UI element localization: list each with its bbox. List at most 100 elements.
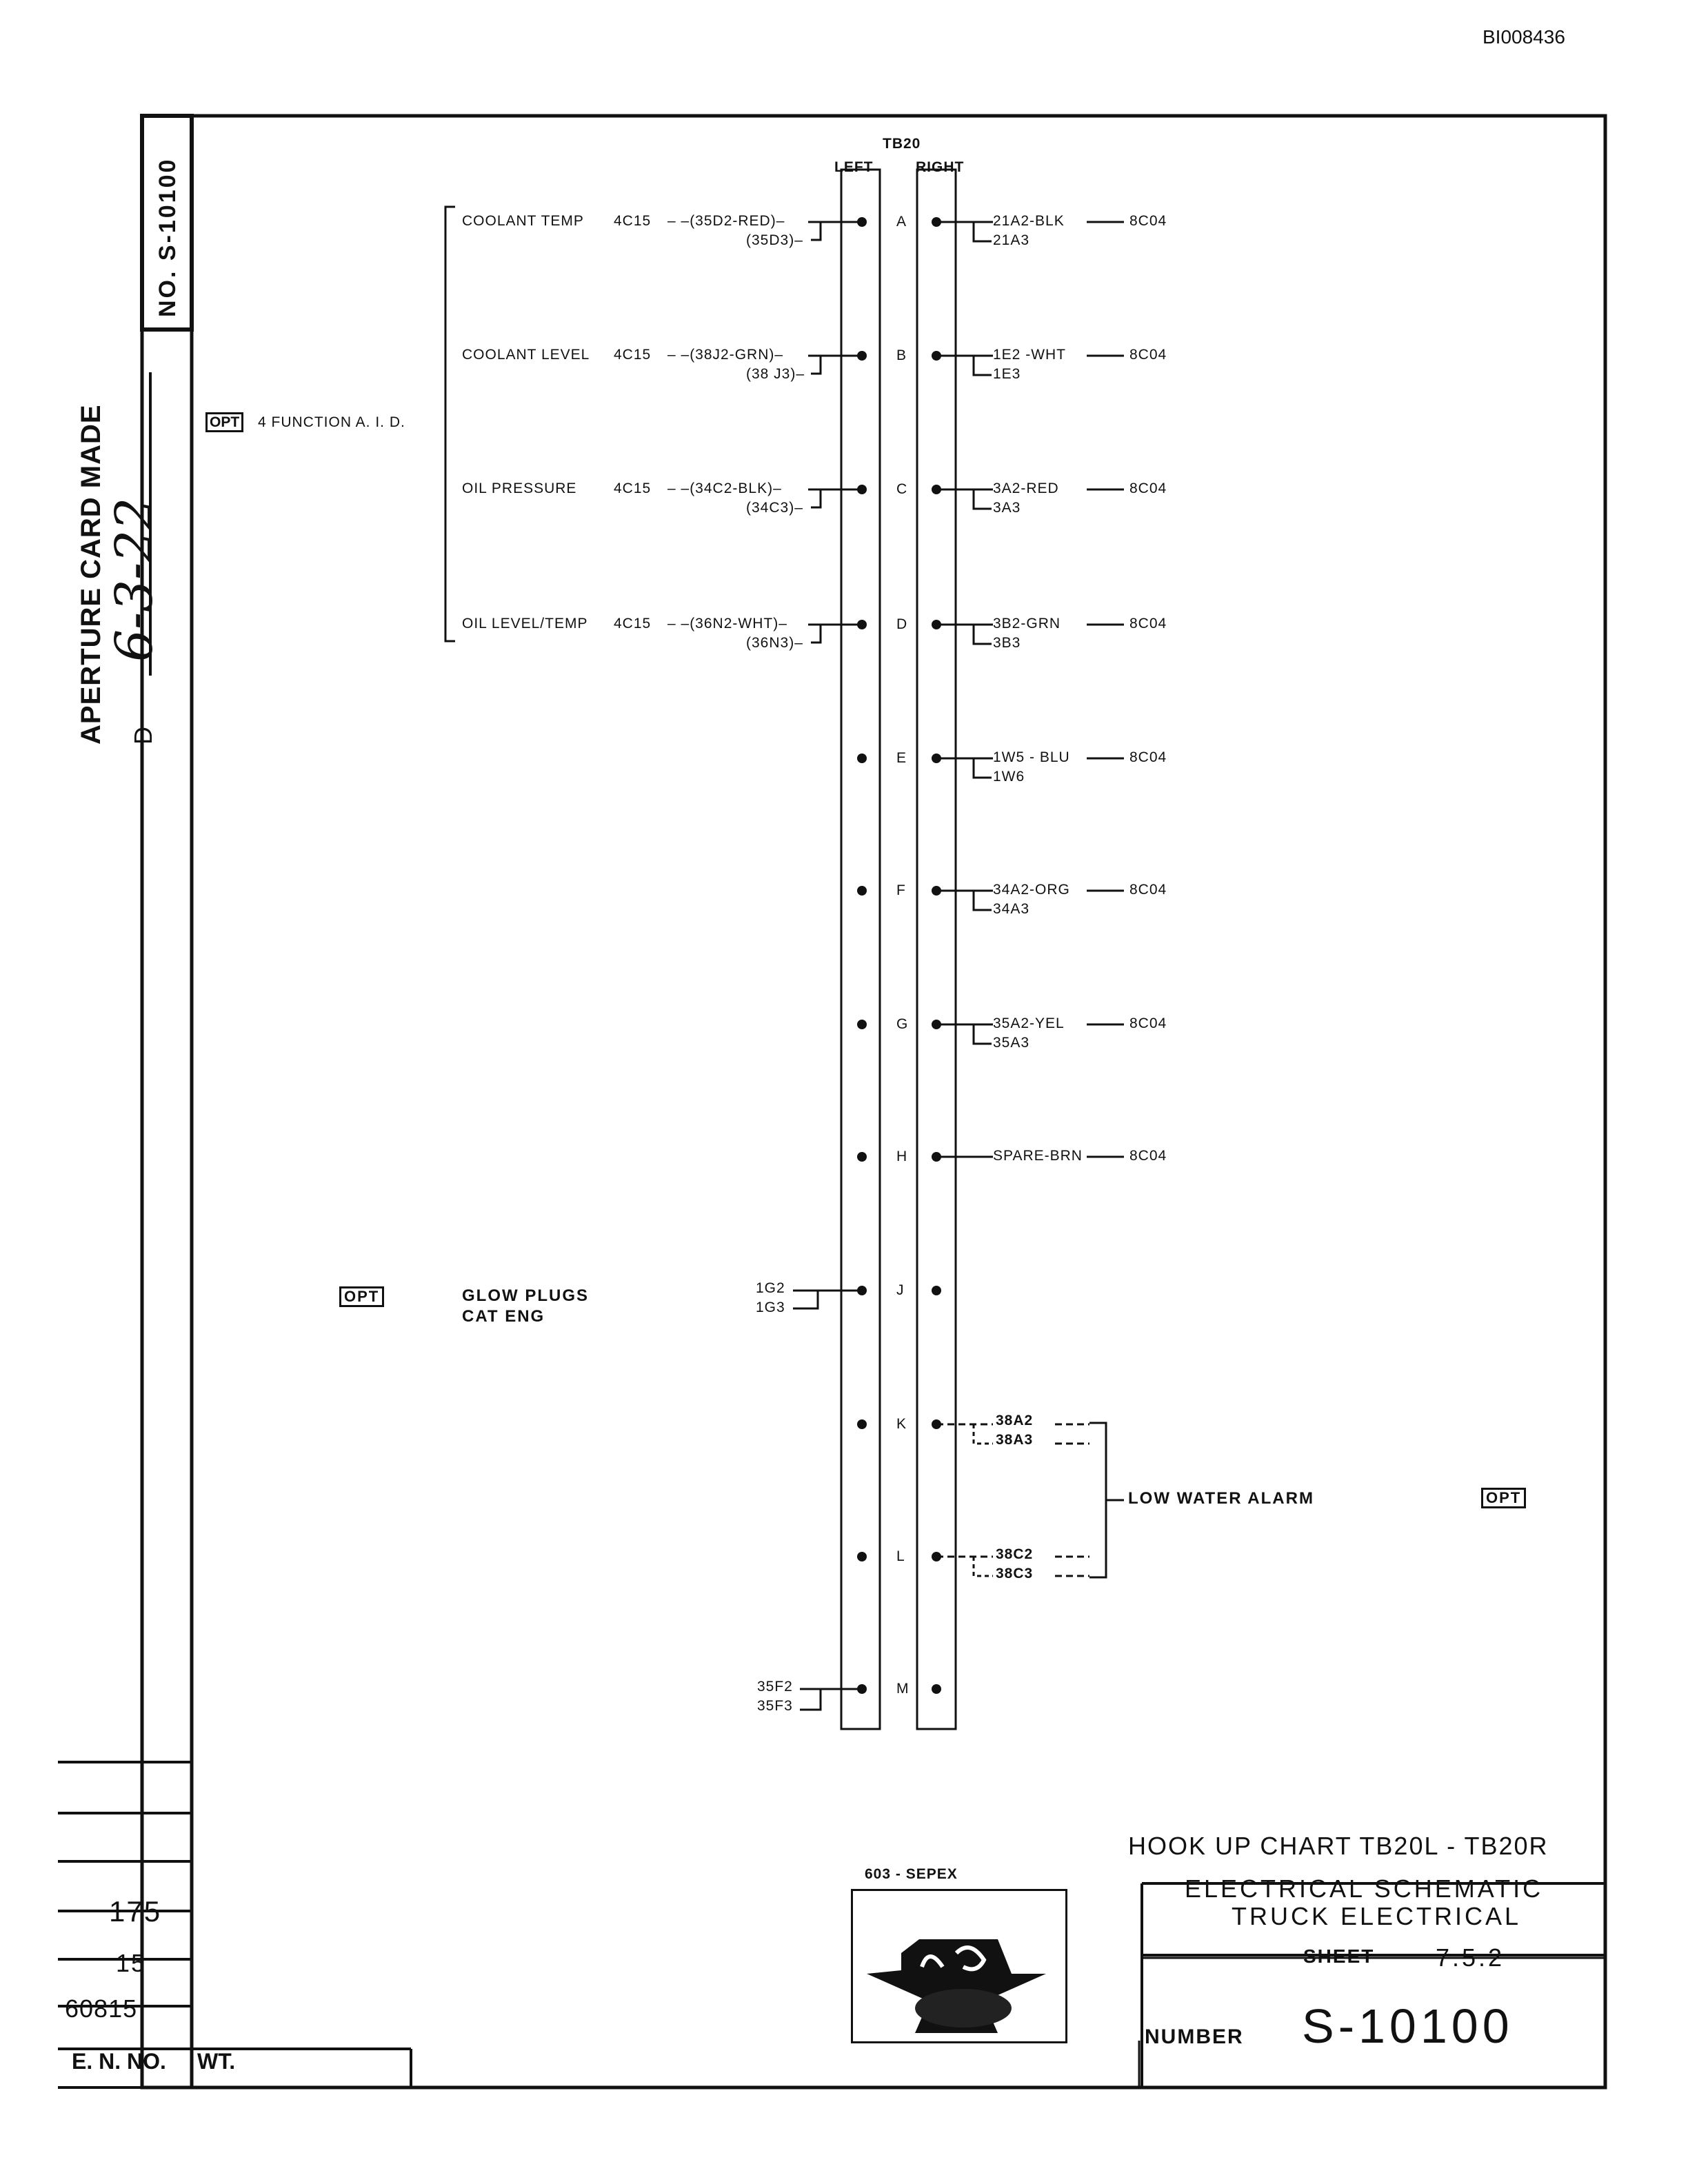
tb20-left-label: LEFT	[834, 159, 874, 175]
m-terminal-tee	[800, 1689, 822, 1711]
low-water-tee	[972, 1557, 993, 1577]
terminal-letter: A	[896, 214, 907, 230]
aid-opt-badge: OPT	[205, 412, 244, 432]
terminal-left-dot	[857, 886, 867, 896]
m-terminal-wire2: 35F3	[757, 1698, 793, 1714]
logo-caption: 603 - SEPEX	[865, 1866, 958, 1882]
right-wire-label: 1E2 -WHT	[993, 347, 1067, 363]
glow-plugs-wire: 1G2	[756, 1280, 785, 1296]
right-wire-secondary: 34A3	[993, 901, 1030, 917]
right-wire-label: 3B2-GRN	[993, 616, 1061, 631]
terminal-left-dot	[857, 1419, 867, 1429]
right-wire-secondary: 3B3	[993, 635, 1021, 651]
document-id: BI008436	[1483, 26, 1565, 48]
aid-row-name: OIL LEVEL/TEMP	[462, 616, 588, 631]
right-wire-label: 35A2-YEL	[993, 1015, 1065, 1031]
right-wire-destination: 8C04	[1129, 882, 1167, 898]
low-water-k-wire2: 38A3	[996, 1432, 1034, 1448]
tb20-title: TB20	[883, 136, 921, 152]
low-water-bracket	[1089, 1422, 1107, 1579]
terminal-left-dot	[857, 1020, 867, 1029]
right-wire-tee	[972, 489, 992, 510]
right-wire-secondary: 35A3	[993, 1035, 1030, 1051]
hookup-chart-title: HOOK UP CHART TB20L - TB20R	[1128, 1832, 1549, 1860]
right-wire-secondary: 3A3	[993, 500, 1021, 516]
terminal-right-dot	[932, 1684, 941, 1694]
right-wire-label: 3A2-RED	[993, 481, 1059, 496]
terminal-right-dot	[932, 1286, 941, 1295]
drawing-number: S-10100	[1302, 1999, 1514, 2053]
right-wire-tee	[972, 625, 992, 645]
aid-row-wire: – –(38J2-GRN)–	[667, 347, 784, 363]
right-wire-tee	[972, 758, 992, 779]
company-logo-icon	[867, 1939, 1046, 2033]
aid-row-tee	[811, 489, 822, 509]
terminal-left-dot	[857, 1552, 867, 1561]
right-wire-destination: 8C04	[1129, 1148, 1167, 1164]
margin-value-1: 175	[109, 1895, 162, 1928]
right-wire-destination: 8C04	[1129, 616, 1167, 631]
right-wire-label: 34A2-ORG	[993, 882, 1070, 898]
sheet-value: 7.5.2	[1436, 1943, 1505, 1972]
terminal-letter: F	[896, 882, 906, 898]
aid-row-wire2: (34C3)–	[746, 500, 803, 516]
aperture-date-underline	[149, 372, 152, 676]
aid-row-code: 4C15	[614, 481, 652, 496]
m-terminal-wire: 35F2	[757, 1679, 793, 1695]
glow-plugs-wire2: 1G3	[756, 1300, 785, 1315]
right-wire-destination: 8C04	[1129, 347, 1167, 363]
right-wire-tee	[972, 356, 992, 376]
terminal-letter: H	[896, 1149, 908, 1164]
glow-plugs-opt-badge: OPT	[339, 1286, 385, 1307]
glow-plugs-sublabel: CAT ENG	[462, 1307, 545, 1326]
low-water-alarm-label: LOW WATER ALARM	[1128, 1489, 1314, 1508]
margin-value-2: 15	[116, 1949, 147, 1977]
number-label: NUMBER	[1145, 2025, 1244, 2048]
aid-row-code: 4C15	[614, 213, 652, 229]
aid-row-tee	[811, 625, 822, 644]
terminal-letter: B	[896, 347, 907, 363]
aid-row-wire: – –(34C2-BLK)–	[667, 481, 782, 496]
right-wire-label: SPARE-BRN	[993, 1148, 1083, 1164]
low-water-k-wire: 38A2	[996, 1413, 1034, 1428]
aid-row-wire2: (38 J3)–	[746, 366, 805, 382]
aid-row-tee	[811, 222, 822, 241]
right-wire-tee	[972, 891, 992, 911]
tb20-left-strip	[840, 168, 881, 1730]
right-wire-label: 21A2-BLK	[993, 213, 1065, 229]
right-wire-destination: 8C04	[1129, 481, 1167, 496]
aid-row-wire2: (36N3)–	[746, 635, 803, 651]
aid-row-code: 4C15	[614, 347, 652, 363]
terminal-left-dot	[857, 754, 867, 763]
terminal-left-dot	[857, 1152, 867, 1162]
terminal-letter: E	[896, 750, 907, 766]
margin-value-3: 60815	[65, 1994, 138, 2023]
en-no-label: E. N. NO.	[72, 2049, 166, 2074]
low-water-l-wire: 38C2	[996, 1546, 1034, 1562]
aid-row-name: COOLANT TEMP	[462, 213, 584, 229]
wt-label: WT.	[197, 2049, 236, 2074]
tb20-right-label: RIGHT	[916, 159, 965, 175]
terminal-letter: D	[896, 616, 908, 632]
low-water-tee	[972, 1424, 993, 1445]
right-wire-label: 1W5 - BLU	[993, 749, 1070, 765]
aid-row-wire: – –(35D2-RED)–	[667, 213, 785, 229]
terminal-letter: K	[896, 1416, 907, 1432]
right-wire-tee	[972, 222, 992, 243]
terminal-letter: C	[896, 481, 908, 497]
right-wire-destination: 8C04	[1129, 1015, 1167, 1031]
aid-row-wire: – –(36N2-WHT)–	[667, 616, 787, 631]
aid-row-code: 4C15	[614, 616, 652, 631]
right-wire-tee	[972, 1024, 992, 1045]
aid-row-wire2: (35D3)–	[746, 232, 803, 248]
terminal-letter: G	[896, 1016, 909, 1032]
glow-plugs-tee	[793, 1291, 819, 1310]
aid-label: 4 FUNCTION A. I. D.	[258, 414, 405, 430]
right-wire-destination: 8C04	[1129, 749, 1167, 765]
aid-bracket	[444, 205, 455, 643]
description-line-2: TRUCK ELECTRICAL	[1232, 1902, 1522, 1930]
terminal-letter: J	[896, 1282, 905, 1298]
low-water-l-wire2: 38C3	[996, 1566, 1034, 1581]
